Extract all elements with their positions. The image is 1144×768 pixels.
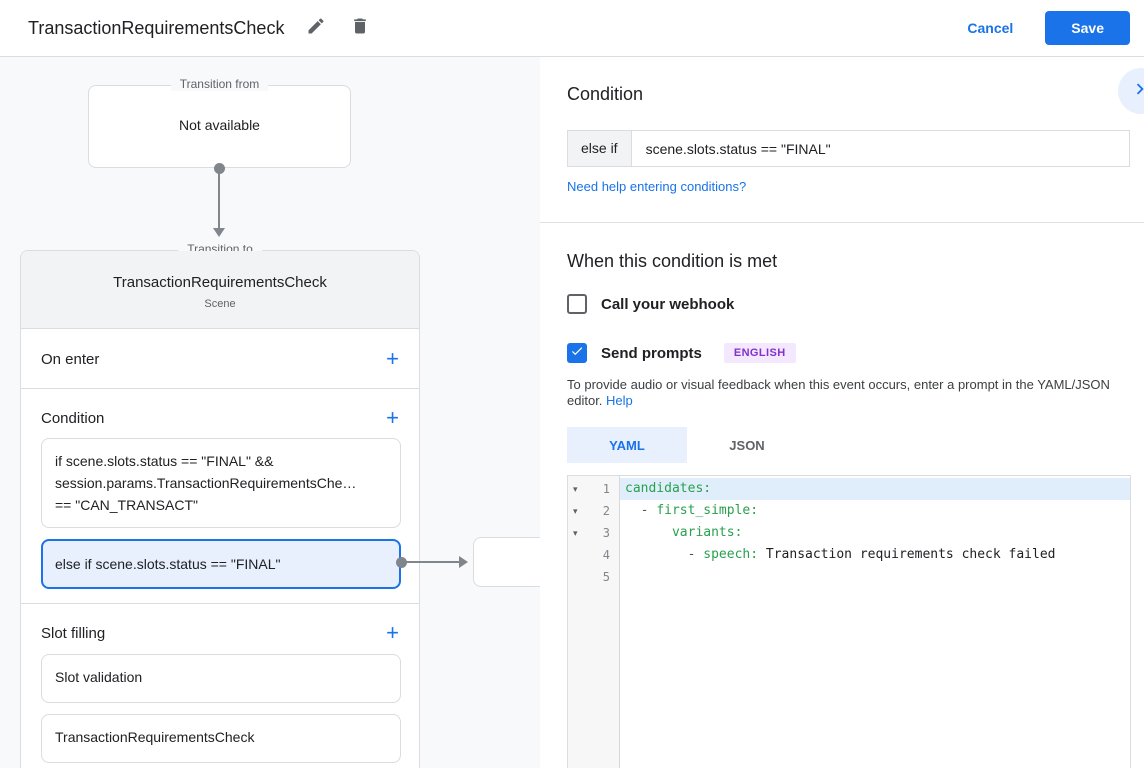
transition-from-content: Not available [179,117,260,133]
send-prompts-row: Send prompts ENGLISH [567,343,796,363]
fold-arrow-icon[interactable]: ▾ [573,484,578,494]
code-line[interactable]: candidates: [620,478,1130,500]
code-token: candidates: [625,481,712,496]
slot-filling-label: Slot filling [41,624,106,642]
condition-box-if[interactable]: if scene.slots.status == "FINAL" && sess… [41,438,401,528]
scene-flow-canvas: Transition from Not available Transition… [0,57,540,768]
add-condition-button[interactable]: + [386,405,399,430]
scene-card-header[interactable]: TransactionRequirementsCheck Scene [21,251,419,329]
code-line[interactable]: - first_simple: [620,500,1130,522]
page-title: TransactionRequirementsCheck [28,17,285,38]
arrow-right-icon [459,556,468,568]
checkmark-icon [570,344,584,363]
transition-target-box[interactable] [473,537,540,587]
gutter-row[interactable]: ▾1 [568,478,619,500]
arrow-down-icon [213,228,225,237]
tab-yaml[interactable]: YAML [567,427,687,463]
code-token [625,547,688,562]
panel-divider [540,222,1144,223]
when-met-title: When this condition is met [567,251,778,271]
cancel-button[interactable]: Cancel [967,20,1014,36]
on-enter-section: On enter + [21,330,419,388]
code-token: - [687,547,704,562]
section-divider [21,603,419,604]
connector-line [218,168,220,229]
edit-scene-button[interactable] [304,16,328,40]
else-if-prefix: else if [568,131,632,166]
line-number: 2 [602,504,610,518]
gutter-row[interactable]: ▾3 [568,522,619,544]
condition-section: Condition + [21,399,419,437]
code-token [625,503,641,518]
fold-arrow-icon[interactable]: ▾ [573,528,578,538]
conditions-help-link[interactable]: Need help entering conditions? [567,179,747,194]
chevron-right-icon [1118,78,1144,105]
condition-line: == "CAN_TRANSACT" [55,497,198,513]
slot-filling-section: Slot filling + [21,613,419,653]
language-badge: ENGLISH [723,343,796,363]
line-number: 4 [602,548,610,562]
line-number: 1 [602,482,610,496]
webhook-row: Call your webhook [567,294,734,314]
slot-transaction-box[interactable]: TransactionRequirementsCheck [41,714,401,763]
top-bar: TransactionRequirementsCheck Cancel Save [0,0,1144,57]
pencil-icon [306,16,326,41]
code-token: variants: [671,525,743,540]
description-text: To provide audio or visual feedback when… [567,377,1110,408]
code-lines[interactable]: candidates: - first_simple: variants: - … [620,476,1130,768]
scene-type-label: Scene [204,298,236,310]
trash-icon [350,16,370,41]
code-token: speech: [703,547,759,562]
condition-box-elseif-selected[interactable]: else if scene.slots.status == "FINAL" [41,539,401,589]
code-token: Transaction requirements check failed [758,547,1056,562]
line-number: 5 [602,570,610,584]
code-line[interactable]: - speech: Transaction requirements check… [620,544,1130,566]
tab-json[interactable]: JSON [729,437,765,453]
code-token: first_simple: [656,503,759,518]
condition-detail-panel: Condition else if Need help entering con… [540,57,1144,768]
condition-line: if scene.slots.status == "FINAL" && [55,453,274,469]
editor-tabs: YAML JSON [567,427,807,463]
connector-line [402,561,459,563]
code-token [625,525,672,540]
condition-expression-row: else if [567,130,1130,167]
condition-expression-input[interactable] [631,131,1129,166]
scene-card: Transition to TransactionRequirementsChe… [20,242,420,768]
save-button[interactable]: Save [1045,11,1130,45]
send-prompts-checkbox[interactable] [567,343,587,363]
on-enter-label: On enter [41,350,100,368]
code-token: - [640,503,657,518]
fold-arrow-icon[interactable]: ▾ [573,506,578,516]
condition-line: else if scene.slots.status == "FINAL" [55,556,281,572]
send-prompts-label: Send prompts [601,344,702,362]
help-link[interactable]: Help [606,393,633,408]
line-number: 3 [602,526,610,540]
delete-scene-button[interactable] [348,16,372,40]
condition-label: Condition [41,409,105,427]
call-webhook-label: Call your webhook [601,295,735,313]
gutter-row[interactable]: 4 [568,544,619,566]
section-divider [21,388,419,389]
topbar-actions: Cancel Save [967,11,1130,45]
code-line[interactable]: variants: [620,522,1130,544]
code-line[interactable] [620,566,1130,588]
condition-line: session.params.TransactionRequirementsCh… [55,475,357,491]
call-webhook-checkbox[interactable] [567,294,587,314]
panel-title: Condition [567,84,644,104]
prompts-description: To provide audio or visual feedback when… [567,377,1133,409]
add-slot-button[interactable]: + [386,620,399,645]
add-on-enter-button[interactable]: + [386,346,399,371]
connector-dot [396,557,407,568]
transition-from-legend: Transition from [170,77,269,91]
slot-validation-box[interactable]: Slot validation [41,654,401,703]
gutter-row[interactable]: ▾2 [568,500,619,522]
transition-from-box[interactable]: Transition from Not available [88,77,351,168]
gutter-row[interactable]: 5 [568,566,619,588]
scene-name: TransactionRequirementsCheck [113,274,327,291]
collapse-panel-button[interactable] [1118,68,1144,114]
